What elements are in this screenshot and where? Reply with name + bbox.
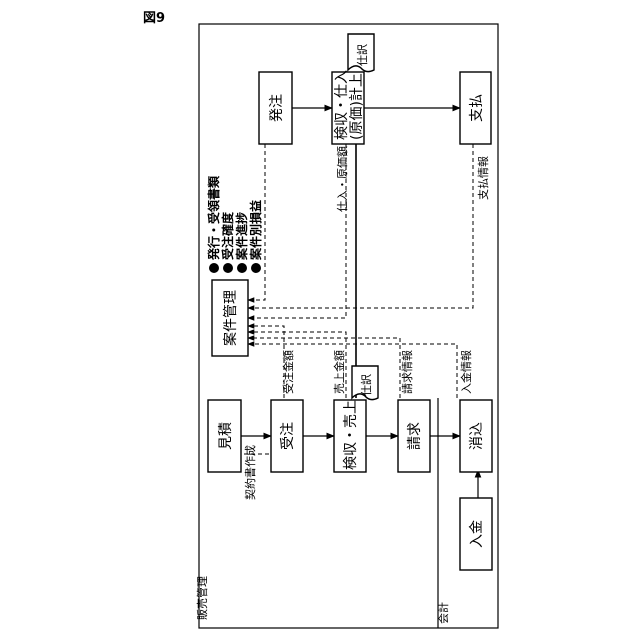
reconcile-label: 消込 bbox=[469, 422, 485, 450]
billing-info-label: 請求情報 bbox=[400, 350, 414, 394]
payment-info-label: 支払情報 bbox=[476, 156, 490, 200]
legend-item: 案件進捗 bbox=[234, 212, 249, 261]
order-amount-flow bbox=[248, 326, 284, 398]
payment-label: 支払 bbox=[469, 94, 485, 122]
sales-inspection-label: 検収・売上 bbox=[343, 400, 359, 470]
payment-info-flow bbox=[248, 144, 473, 308]
estimate-label: 見積 bbox=[218, 422, 234, 450]
order-received-label: 受注 bbox=[280, 422, 296, 450]
legend-item: 発行・受領書類 bbox=[206, 175, 221, 261]
accounting-area-label: 会計 bbox=[436, 602, 450, 624]
sales-amount-flow bbox=[248, 332, 346, 398]
legend-item: 案件別損益 bbox=[248, 200, 263, 261]
journal-tag-top-label: 仕訳 bbox=[355, 44, 369, 66]
sales-management-area-label: 販売管理 bbox=[195, 576, 209, 620]
legend-bullet-icon bbox=[251, 263, 261, 273]
deposit-info-label: 入金情報 bbox=[459, 350, 473, 394]
sales-amount-label: 売上金額 bbox=[332, 350, 346, 394]
journal-tag-middle-label: 仕訳 bbox=[359, 374, 373, 396]
order-amount-label: 受注金額 bbox=[281, 350, 295, 394]
legend: 発行・受領書類 受注確度 案件進捗 案件別損益 bbox=[206, 175, 263, 273]
contract-creation-label: 契約書作成 bbox=[243, 445, 257, 500]
billing-label: 請求 bbox=[407, 422, 423, 450]
project-management-label: 案件管理 bbox=[222, 290, 239, 346]
legend-bullet-icon bbox=[237, 263, 247, 273]
legend-bullet-icon bbox=[209, 263, 219, 273]
figure-label: 図9 bbox=[143, 11, 165, 26]
purchase-inspection-label-2: (原価)計上 bbox=[349, 73, 365, 140]
order-placed-label: 発注 bbox=[269, 94, 285, 122]
purchase-inspection-label-1: 検収・仕入 bbox=[334, 70, 350, 140]
purchase-cost-label: 仕入・原価額 bbox=[336, 146, 349, 212]
deposit-label: 入金 bbox=[469, 520, 485, 548]
legend-bullet-icon bbox=[223, 263, 233, 273]
legend-item: 受注確度 bbox=[220, 211, 235, 260]
